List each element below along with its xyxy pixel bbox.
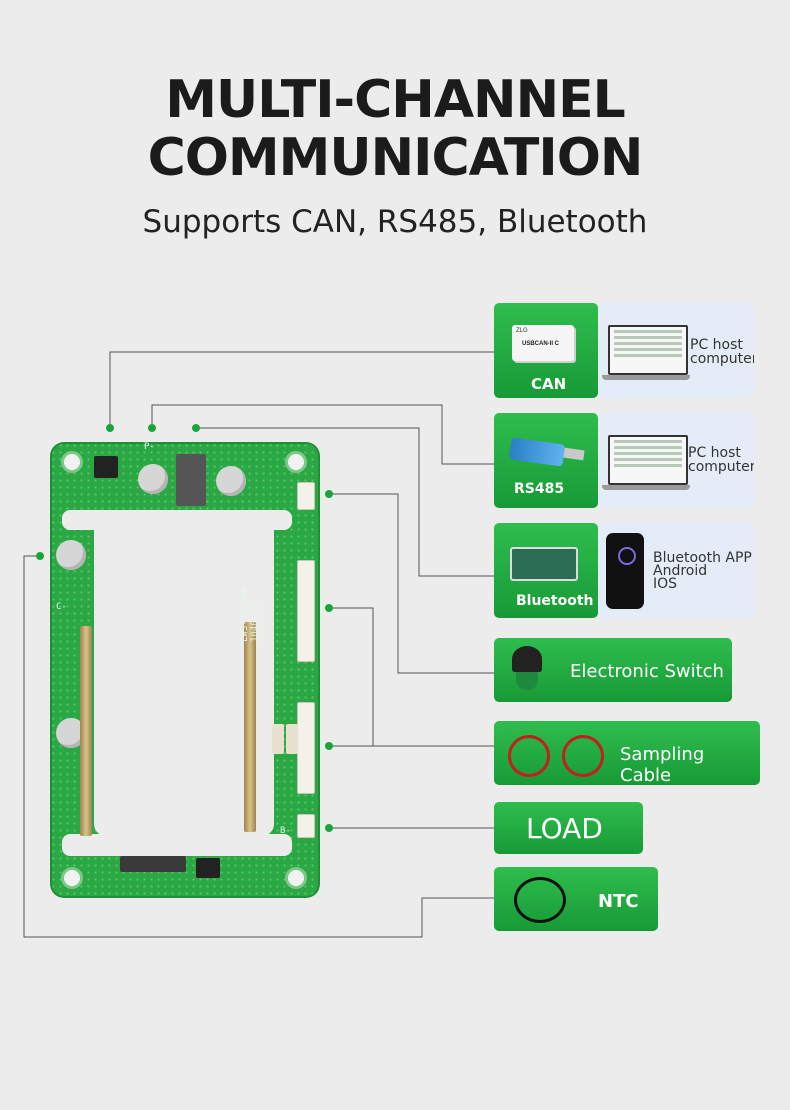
board-silk-main: LWS-20S80A-1040 V2 [240, 582, 260, 642]
load-label: LOAD [526, 812, 603, 845]
bluetooth-target-line3: IOS [653, 576, 678, 592]
rs485-target-line1: PC host [688, 445, 741, 461]
can-label: CAN [531, 375, 567, 393]
dot-bluetooth [192, 424, 200, 432]
cable-icon [562, 735, 604, 777]
mount-hole [288, 870, 304, 886]
connector [297, 482, 315, 510]
chip [196, 858, 220, 878]
bluetooth-target-line1: Bluetooth APP [653, 550, 752, 566]
wire-ntc [23, 555, 494, 938]
bluetooth-label: Bluetooth [516, 593, 594, 609]
chip [94, 456, 118, 478]
dot-switch [325, 490, 333, 498]
connector [297, 702, 315, 794]
wire-sampling-1 [330, 607, 494, 747]
laptop-base [602, 375, 690, 380]
dot-rs485 [148, 424, 156, 432]
busbar [244, 622, 256, 832]
switch-tile: Electronic Switch [494, 638, 732, 702]
capacitor [56, 540, 86, 570]
rs485-target-line2: computer [688, 459, 754, 475]
dot-sampling-2 [325, 742, 333, 750]
board-cutout-top [62, 510, 292, 530]
bluetooth-target: Bluetooth APP Android IOS [598, 523, 754, 618]
usbcan-brand: ZLG [516, 328, 528, 334]
laptop-base [602, 485, 690, 490]
ntc-tile: NTC [494, 867, 658, 931]
page-title-line1: MULTI-CHANNEL [165, 70, 626, 130]
board-silk-c: C- [56, 602, 67, 612]
board-cutout-bottom [62, 834, 292, 856]
board-silk-p: P- [144, 442, 155, 452]
can-tile: ZLG USBCAN-II C CAN [494, 303, 598, 398]
dot-can [106, 424, 114, 432]
connector [297, 560, 315, 662]
rs485-target: PC host computer [598, 413, 754, 508]
mount-hole [64, 870, 80, 886]
ntc-cable-icon [514, 877, 566, 923]
page-subtitle: Supports CAN, RS485, Bluetooth [142, 204, 648, 240]
capacitor [216, 466, 246, 496]
fuse [272, 724, 284, 754]
usbcan-label: USBCAN-II C [522, 341, 559, 347]
mosfet-array [176, 454, 206, 506]
page-title-line2: COMMUNICATION [147, 128, 644, 188]
rs485-tile: RS485 [494, 413, 598, 508]
can-target-line1: PC host [690, 337, 743, 353]
wire-can [109, 351, 494, 428]
laptop-icon [608, 325, 688, 375]
laptop-icon [608, 435, 688, 485]
switch-button-icon [516, 672, 538, 690]
switch-label: Electronic Switch [570, 661, 724, 682]
mount-hole [288, 454, 304, 470]
capacitor [138, 464, 168, 494]
wire-bluetooth [196, 427, 515, 577]
rs485-adapter-icon [508, 437, 566, 467]
usb-plug-icon [563, 447, 585, 461]
board-silk-b: B- [280, 826, 291, 836]
dot-sampling-1 [325, 604, 333, 612]
connector [297, 814, 315, 838]
fuse [286, 724, 298, 754]
can-target-line2: computer [690, 351, 754, 367]
phone-icon [606, 533, 644, 609]
bms-board: LWS-20S80A-1040 V2 C- B- P- [50, 442, 320, 898]
mount-hole [64, 454, 80, 470]
cable-icon [508, 735, 550, 777]
sampling-tile: Sampling Cable [494, 721, 760, 785]
ntc-label: NTC [598, 891, 639, 912]
wire-switch [330, 493, 494, 674]
rs485-label: RS485 [514, 481, 565, 497]
dot-load [325, 824, 333, 832]
busbar [80, 626, 92, 836]
sampling-label: Sampling Cable [620, 744, 705, 785]
app-gauge-icon [618, 547, 636, 565]
bluetooth-module-icon [510, 547, 578, 581]
resistor-row [120, 856, 186, 872]
load-tile: LOAD [494, 802, 643, 854]
bluetooth-tile: Bluetooth [494, 523, 598, 618]
usbcan-device: ZLG USBCAN-II C [512, 325, 574, 361]
dot-ntc [36, 552, 44, 560]
wire-rs485 [151, 404, 510, 465]
can-target: PC host computer [598, 303, 754, 398]
switch-icon [512, 646, 542, 672]
bluetooth-target-line2: Android [653, 563, 708, 579]
